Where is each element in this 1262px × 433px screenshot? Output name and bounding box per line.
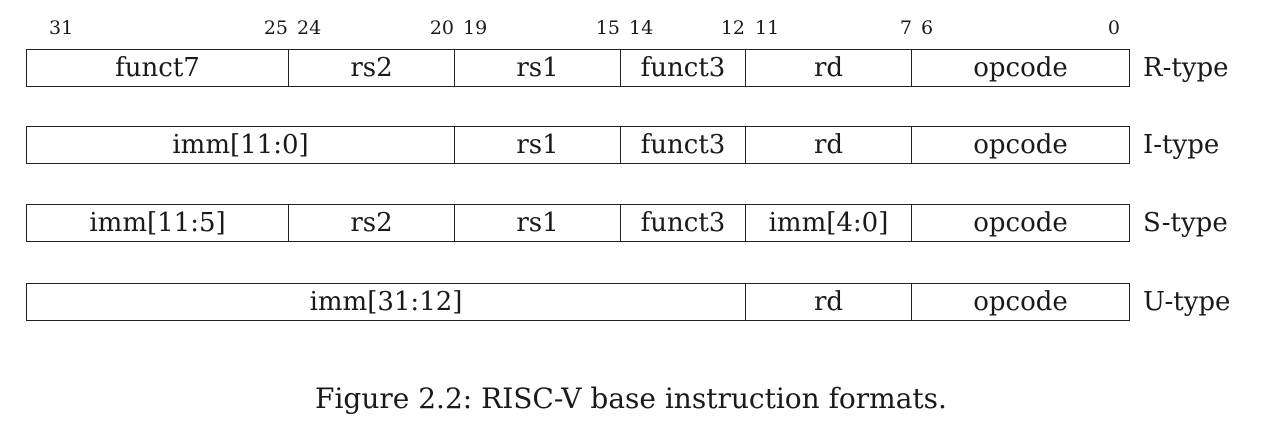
format-row-s-type: imm[11:5] rs2 rs1 funct3 imm[4:0] opcode xyxy=(26,204,1130,242)
format-row-r-type: funct7 rs2 rs1 funct3 rd opcode xyxy=(26,49,1130,87)
bit-label-0: 0 xyxy=(1107,17,1120,39)
field-opcode: opcode xyxy=(911,205,1129,241)
field-rd: rd xyxy=(745,127,911,163)
field-funct3: funct3 xyxy=(620,50,745,86)
format-row-i-type: imm[11:0] rs1 funct3 rd opcode xyxy=(26,126,1130,164)
format-label-r-type: R-type xyxy=(1143,53,1229,83)
bit-label-24: 24 xyxy=(297,17,322,39)
format-label-i-type: I-type xyxy=(1143,130,1220,160)
bit-label-20: 20 xyxy=(429,17,454,39)
field-imm-4-0: imm[4:0] xyxy=(745,205,911,241)
field-funct3: funct3 xyxy=(620,205,745,241)
field-imm-31-12: imm[31:12] xyxy=(309,287,463,317)
field-rd: rd xyxy=(745,284,911,320)
field-opcode: opcode xyxy=(911,127,1129,163)
format-row-u-type: imm[31:12] rd opcode xyxy=(26,283,1130,321)
format-label-u-type: U-type xyxy=(1143,287,1231,317)
bit-label-15: 15 xyxy=(595,17,620,39)
field-rs1: rs1 xyxy=(454,50,620,86)
figure-caption: Figure 2.2: RISC-V base instruction form… xyxy=(315,382,947,415)
format-label-s-type: S-type xyxy=(1143,208,1228,238)
bit-label-25: 25 xyxy=(263,17,288,39)
bit-label-14: 14 xyxy=(629,17,654,39)
field-opcode: opcode xyxy=(911,284,1129,320)
field-rs2: rs2 xyxy=(288,205,454,241)
bit-label-31: 31 xyxy=(49,17,74,39)
field-opcode: opcode xyxy=(911,50,1129,86)
bit-label-12: 12 xyxy=(720,17,745,39)
field-rd: rd xyxy=(745,50,911,86)
field-rs1: rs1 xyxy=(454,127,620,163)
bit-label-11: 11 xyxy=(755,17,780,39)
field-funct3: funct3 xyxy=(620,127,745,163)
field-funct7: funct7 xyxy=(115,53,200,83)
bit-label-19: 19 xyxy=(463,17,488,39)
field-rs1: rs1 xyxy=(454,205,620,241)
field-rs2: rs2 xyxy=(288,50,454,86)
bit-label-6: 6 xyxy=(921,17,934,39)
field-imm-11-0: imm[11:0] xyxy=(172,130,309,160)
bit-label-7: 7 xyxy=(899,17,912,39)
field-imm-11-5: imm[11:5] xyxy=(89,208,226,238)
